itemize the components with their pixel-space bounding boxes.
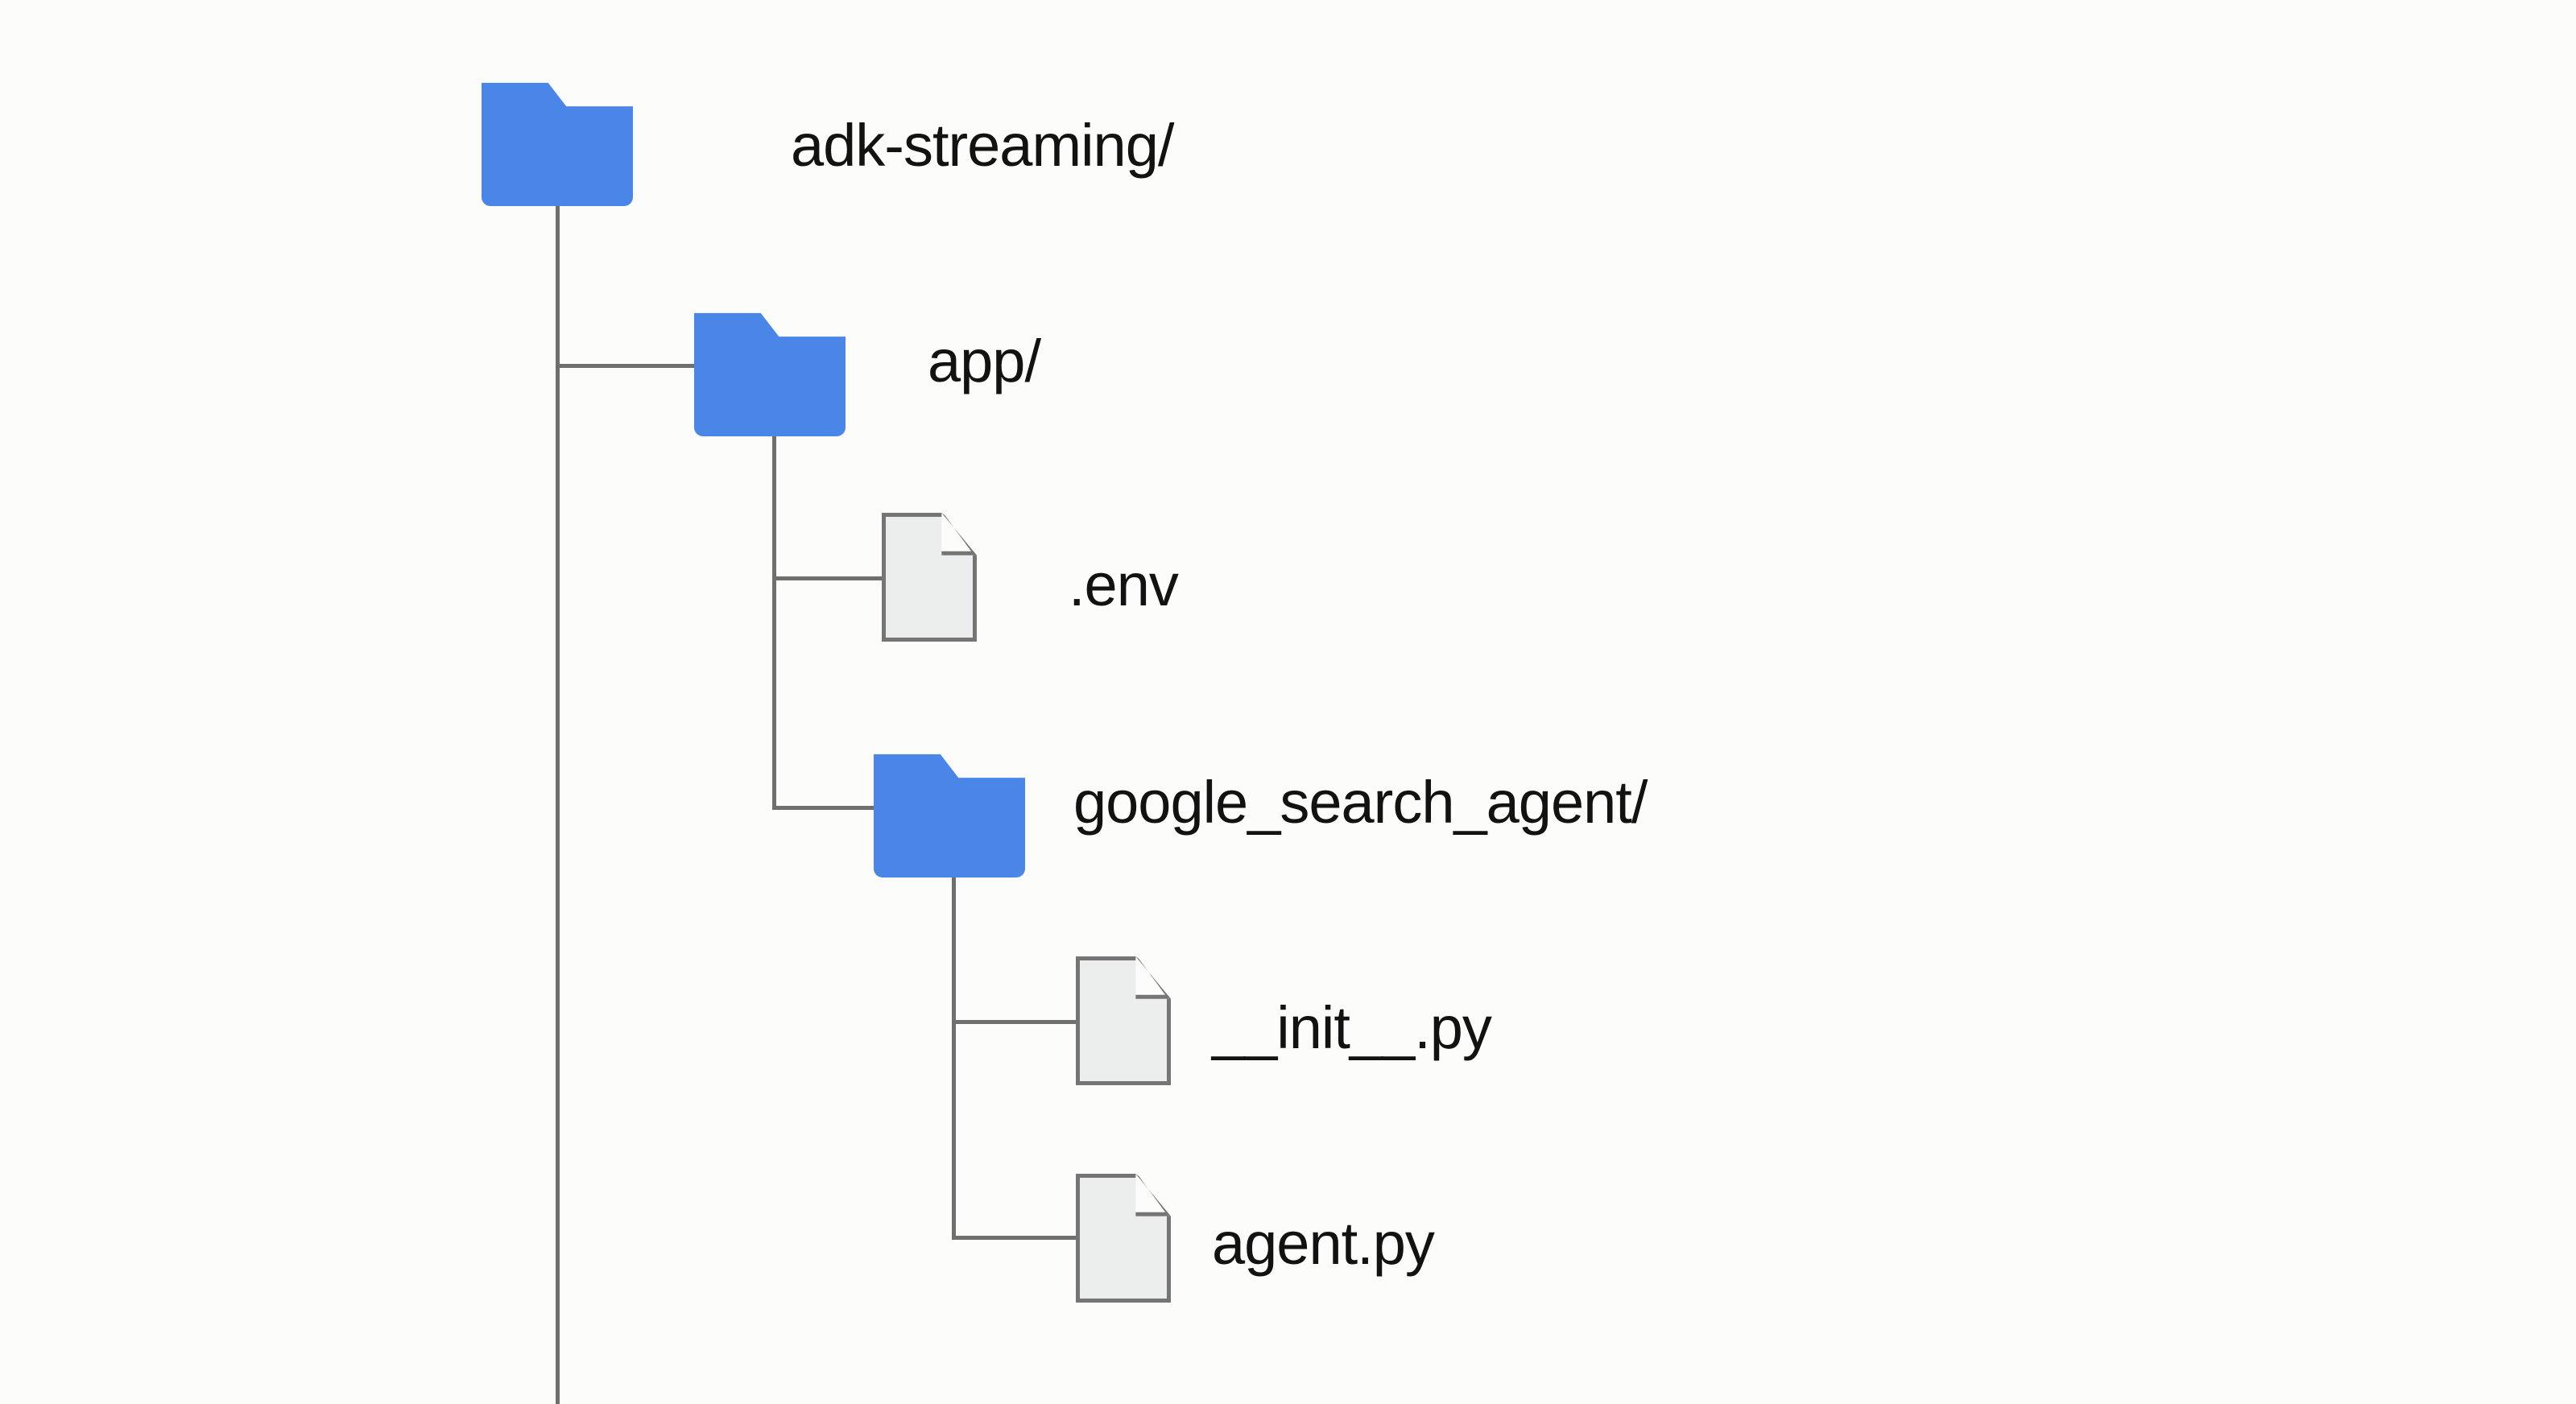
node-label-google-search-agent: google_search_agent/: [1073, 769, 1648, 836]
node-label-env: .env: [1069, 551, 1179, 618]
node-label-agent-py: agent.py: [1212, 1210, 1435, 1277]
file-icon-agent-py[interactable]: [1076, 1174, 1171, 1303]
connector-google-search-agent-trunk: [952, 860, 956, 1240]
connector-gsa-to-init-py: [952, 1020, 1077, 1024]
node-label-adk-streaming: adk-streaming/: [791, 112, 1174, 179]
folder-icon: [694, 312, 846, 436]
folder-icon-google-search-agent[interactable]: [874, 739, 1025, 878]
connector-app-to-google-search-agent: [772, 806, 880, 810]
connector-root-to-app: [556, 364, 699, 368]
connector-app-trunk: [772, 420, 776, 810]
file-icon: [882, 513, 977, 642]
file-icon: [1076, 1174, 1171, 1303]
folder-icon: [482, 82, 633, 206]
connector-root-trunk: [556, 206, 560, 1404]
node-label-app: app/: [928, 328, 1041, 394]
folder-icon: [874, 754, 1025, 878]
file-icon: [1076, 956, 1171, 1085]
connector-gsa-to-agent-py: [952, 1236, 1077, 1240]
file-icon-init-py[interactable]: [1076, 956, 1171, 1085]
folder-icon-app[interactable]: [694, 298, 846, 436]
file-icon-env[interactable]: [882, 513, 977, 642]
connector-app-to-env: [772, 576, 883, 580]
folder-icon-adk-streaming[interactable]: [482, 68, 633, 206]
node-label-init-py: __init__.py: [1212, 994, 1492, 1061]
